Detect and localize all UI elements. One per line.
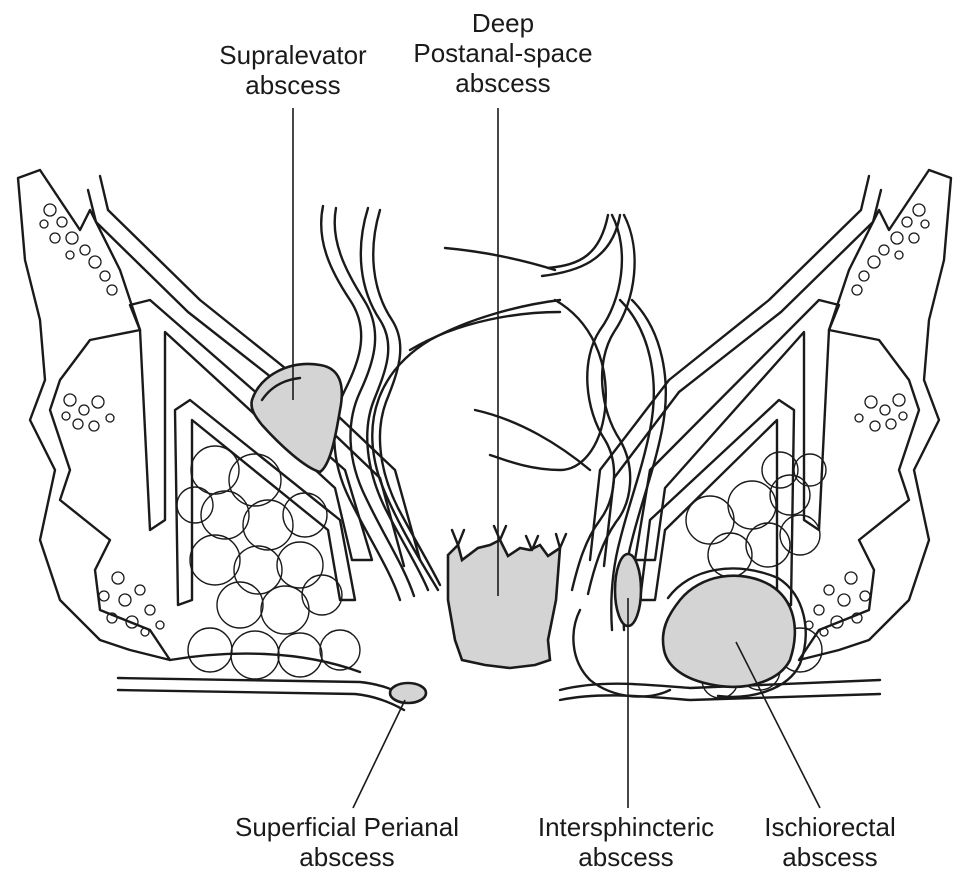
left-bone-texture-middle: [62, 394, 114, 431]
leader-superficial-perianal: [353, 700, 405, 808]
label-deep-postanal-line3: abscess: [398, 68, 608, 98]
label-deep-postanal-line1: Deep: [398, 8, 608, 38]
right-pelvic-wall: [799, 170, 951, 660]
label-supralevator-abscess: Supralevator abscess: [193, 40, 393, 100]
label-superficial-perianal-line1: Superficial Perianal: [212, 812, 482, 842]
label-intersphincteric-line1: Intersphincteric: [516, 812, 736, 842]
ischiorectal-abscess: [663, 576, 795, 687]
label-ischiorectal-abscess: Ischiorectal abscess: [740, 812, 920, 872]
label-superficial-perianal-line2: abscess: [212, 842, 482, 872]
label-ischiorectal-line2: abscess: [740, 842, 920, 872]
label-intersphincteric-abscess: Intersphincteric abscess: [516, 812, 736, 872]
label-deep-postanal-line2: Postanal-space: [398, 38, 608, 68]
right-bone-texture-middle: [855, 394, 907, 431]
superficial-perianal-abscess: [390, 683, 426, 703]
label-supralevator-line1: Supralevator: [193, 40, 393, 70]
anal-papillae: [452, 526, 566, 550]
label-intersphincteric-line2: abscess: [516, 842, 736, 872]
label-deep-postanal-abscess: Deep Postanal-space abscess: [398, 8, 608, 98]
left-pelvic-wall: [18, 170, 170, 660]
left-levator-ani: [88, 176, 420, 605]
label-superficial-perianal-abscess: Superficial Perianal abscess: [212, 812, 482, 872]
label-supralevator-line2: abscess: [193, 70, 393, 100]
leader-lines: [293, 108, 820, 808]
anal-canal-lumen: [448, 540, 560, 668]
label-ischiorectal-line1: Ischiorectal: [740, 812, 920, 842]
